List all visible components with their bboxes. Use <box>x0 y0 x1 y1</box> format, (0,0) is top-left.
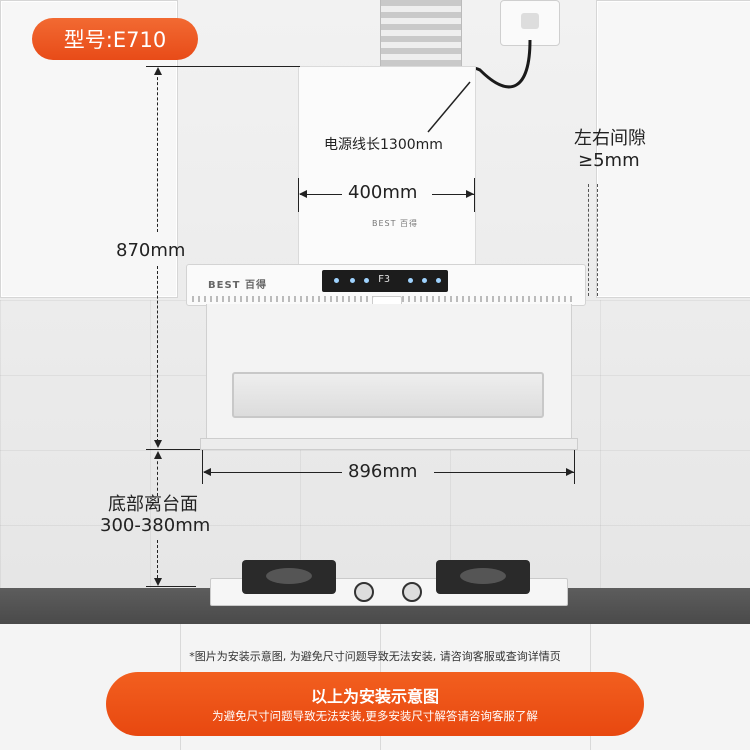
stove-knob-right <box>402 582 422 602</box>
dim-clearance-line-top <box>157 456 158 496</box>
side-gap-label-2: ≥5mm <box>578 150 640 171</box>
dim-clearance-arrow-down <box>154 578 162 586</box>
dim-clearance-arrow-up <box>154 451 162 459</box>
dim-870-arrow-down <box>154 440 162 448</box>
dim-896-tick-left <box>202 450 203 484</box>
dim-896-line-left <box>204 472 342 473</box>
burner-right <box>436 560 530 594</box>
banner-title: 以上为安装示意图 <box>310 687 439 706</box>
side-gap-line-left <box>588 184 589 296</box>
dim-870-line-top <box>157 72 158 232</box>
dim-400-tick-left <box>298 178 299 212</box>
dim-896-arrow-left <box>203 468 211 476</box>
chimney-brand-logo: BEST 百得 <box>372 219 419 228</box>
control-panel: F3 <box>322 270 448 292</box>
hood-brand-logo: BEST 百得 <box>208 280 267 291</box>
dim-870-line-bottom <box>157 266 158 442</box>
hood-glass-panel <box>232 372 544 418</box>
power-cord-label: 电源线长1300mm <box>324 137 443 153</box>
side-gap-line-right <box>597 184 598 296</box>
dim-896-arrow-right <box>566 468 574 476</box>
side-gap-label-1: 左右间隙 <box>574 128 646 149</box>
dim-896-tick-right <box>574 450 575 484</box>
height-total-label: 870mm <box>116 240 186 261</box>
exhaust-duct <box>380 0 462 68</box>
upper-cabinet-right <box>596 0 750 298</box>
dim-400-tick-right <box>474 178 475 212</box>
dim-870-tick-top <box>146 66 300 67</box>
dim-896-line-right <box>434 472 574 473</box>
dim-870-arrow-up <box>154 67 162 75</box>
dim-clearance-tick-bottom <box>146 586 196 587</box>
burner-left <box>242 560 336 594</box>
dim-clearance-line-bottom <box>157 540 158 578</box>
dim-400-arrow-left <box>299 190 307 198</box>
width-chimney-label: 400mm <box>348 182 418 203</box>
dim-400-line-right <box>432 194 474 195</box>
dim-870-tick-bottom <box>146 449 200 450</box>
hood-bottom-lip <box>200 438 578 450</box>
banner-subtitle: 为避免尺寸问题导致无法安装,更多安装尺寸解答请咨询客服了解 <box>212 709 538 723</box>
power-cord-leader <box>427 81 471 133</box>
notice-banner: 以上为安装示意图 为避免尺寸问题导致无法安装,更多安装尺寸解答请咨询客服了解 <box>106 672 644 736</box>
dim-400-line-left <box>300 194 342 195</box>
stove-knob-left <box>354 582 374 602</box>
bottom-clearance-label-2: 300-380mm <box>100 515 211 536</box>
disclaimer-text: *图片为安装示意图, 为避免尺寸问题导致无法安装, 请咨询客服或查询详情页 <box>189 650 561 663</box>
dim-400-arrow-right <box>466 190 474 198</box>
control-display: F3 <box>378 274 391 285</box>
bottom-clearance-label-1: 底部离台面 <box>108 494 198 515</box>
width-hood-label: 896mm <box>348 461 418 482</box>
model-badge: 型号:E710 <box>32 18 198 60</box>
